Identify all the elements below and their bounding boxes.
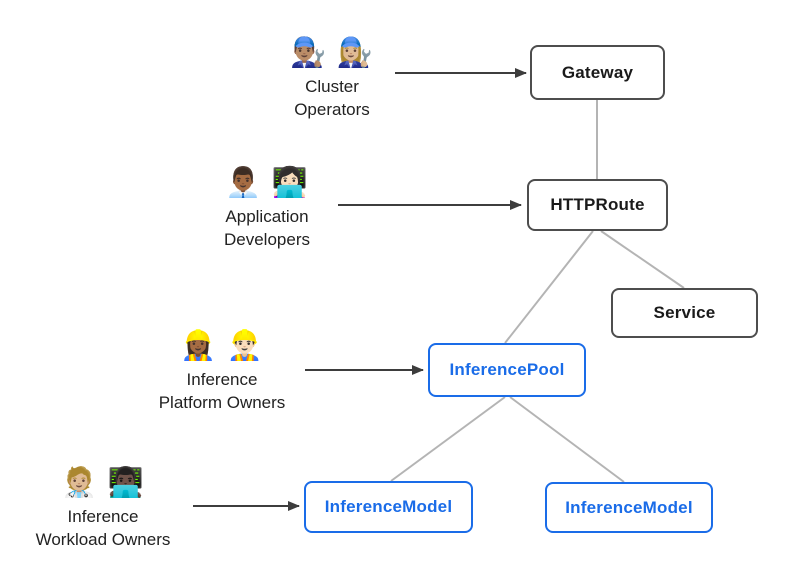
inference-workload-owners-emoji-icon: 🧑🏼‍⚕️ 👨🏿‍💻: [61, 467, 145, 499]
actor-cluster-operators: 👨🏽‍🔧 👩🏼‍🔧 Cluster Operators: [227, 34, 437, 121]
actor-label-line2: Workload Owners: [35, 529, 171, 549]
edge-inferencepool-inferencemodel-1: [390, 396, 506, 482]
actor-label-line2: Developers: [224, 229, 310, 249]
actor-label: Application Developers: [162, 206, 372, 251]
node-service: Service: [611, 288, 758, 338]
node-gateway: Gateway: [530, 45, 665, 100]
actor-inference-platform-owners: 👷🏾‍♀️ 👷🏻‍♂️ Inference Platform Owners: [117, 327, 327, 414]
edge-httproute-inferencepool: [504, 230, 594, 344]
actor-label-line1: Inference: [186, 370, 258, 390]
actor-label-line1: Application: [225, 207, 309, 227]
node-httproute: HTTPRoute: [527, 179, 668, 231]
inference-platform-owners-emoji-icon: 👷🏾‍♀️ 👷🏻‍♂️: [180, 330, 264, 362]
actor-inference-workload-owners: 🧑🏼‍⚕️ 👨🏿‍💻 Inference Workload Owners: [0, 464, 208, 551]
node-inferencemodel-1: InferenceModel: [304, 481, 473, 533]
actor-label-line1: Cluster: [305, 77, 359, 97]
actor-label: Cluster Operators: [227, 76, 437, 121]
actor-label-line2: Operators: [294, 99, 370, 119]
actor-label: Inference Platform Owners: [117, 369, 327, 414]
node-inferencemodel-2: InferenceModel: [545, 482, 713, 533]
actor-label-line2: Platform Owners: [158, 392, 286, 412]
actor-application-developers: 👨🏾‍💼 👩🏻‍💻 Application Developers: [162, 164, 372, 251]
cluster-operators-emoji-icon: 👨🏽‍🔧 👩🏼‍🔧: [290, 37, 374, 69]
application-developers-emoji-icon: 👨🏾‍💼 👩🏻‍💻: [225, 167, 309, 199]
edge-httproute-service: [600, 230, 685, 289]
edge-inferencepool-inferencemodel-2: [509, 396, 625, 483]
actor-label-line1: Inference: [67, 507, 139, 527]
actor-label: Inference Workload Owners: [0, 506, 208, 551]
node-inferencepool: InferencePool: [428, 343, 586, 397]
